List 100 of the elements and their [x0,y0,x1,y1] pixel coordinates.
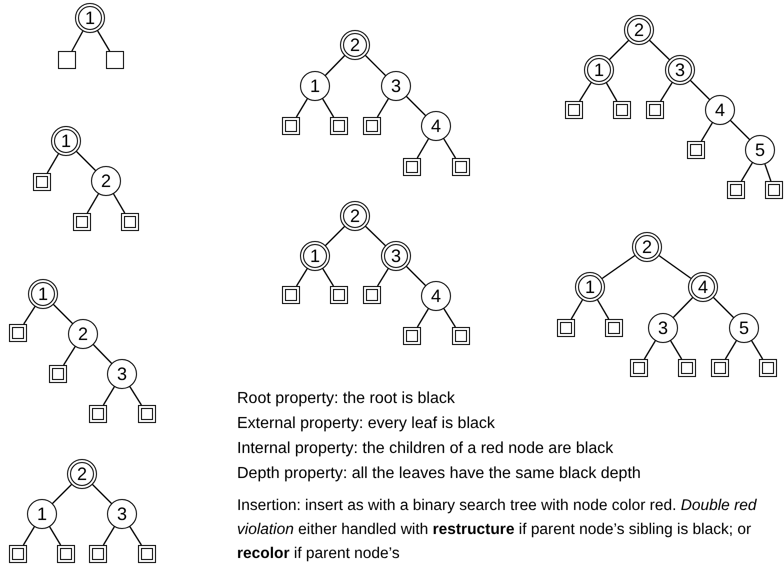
tree-edge [602,255,636,279]
leaf-square [452,327,470,345]
tree-edge [740,162,753,182]
insertion-paragraph: Insertion: insert as with a binary search tree with node color red. Double red violation either handled with restructure if parent node’s sibling is black; or recolor if parent node’s [237,496,758,564]
tree-edge [102,386,115,406]
property-text: Internal property: the children of a red node are black [237,439,614,459]
leaf-square [630,359,648,377]
tree-edge [129,526,142,546]
circle-node: 3 [381,71,411,101]
double-circle-node: 2 [632,232,662,262]
tree-edge [764,164,772,182]
circle-node: 2 [91,166,121,196]
leaf-square [403,158,421,176]
leaf-square [403,327,421,345]
tree-edge [71,30,84,52]
leaf-square [58,51,76,69]
tree-edge [609,40,629,60]
leaf-square [613,101,631,119]
leaf-square [9,545,27,563]
tree-edge [52,484,72,504]
leaf-square [138,545,156,563]
property-text: Root property: the root is black [237,389,456,409]
double-circle-node: 1 [575,272,605,302]
tree-edge [670,340,682,360]
circle-node: 1 [300,71,330,101]
tree-edge [49,526,62,546]
tree-edge [322,98,334,118]
tree-edge [376,98,389,118]
tree-edge [724,340,737,360]
tree-edge [76,151,96,171]
tree-edge [102,526,115,546]
tree-edge [713,297,734,318]
leaf-square [106,51,124,69]
double-circle-node: 2 [67,459,97,489]
leaf-square [330,286,348,304]
leaf-square [605,319,623,337]
tree-edge [86,194,99,214]
tree-edge [325,226,345,246]
tree-edge [649,40,670,60]
leaf-square [282,117,300,135]
tree-edge [579,82,592,102]
tree-edge [53,304,73,324]
property-text: External property: every leaf is black [237,414,496,434]
tree-edge [376,268,389,286]
leaf-square [73,213,91,231]
tree-edge [325,55,345,76]
tree-edge [97,30,110,52]
tree-edge [570,300,583,320]
tree-edge [673,297,693,318]
tree-edge [365,226,386,246]
tree-edge [597,300,610,320]
double-circle-node: 1 [584,55,614,85]
tree-edge [296,98,308,118]
double-circle-node: 1 [51,126,81,156]
tree-edge [416,138,429,158]
leaf-square [646,101,664,119]
leaf-square [363,286,381,304]
circle-node: 2 [68,319,98,349]
tree-edge [690,80,710,100]
double-circle-node: 4 [688,272,718,302]
tree-edge [700,122,713,142]
double-circle-node: 2 [624,15,654,45]
circle-node: 4 [421,111,451,141]
tree-edge [365,55,386,76]
double-circle-node: 1 [28,279,58,309]
circle-node: 1 [27,499,57,529]
leaf-square [121,213,139,231]
circle-node: 3 [107,499,137,529]
tree-edge [92,484,112,504]
double-circle-node: 2 [340,30,370,60]
leaf-square [363,117,381,135]
tree-edge [22,526,35,546]
leaf-square [282,286,300,304]
leaf-square [33,173,51,191]
leaf-square [759,359,777,377]
leaf-square [49,365,67,383]
tree-edge [606,82,618,102]
leaf-square [678,359,696,377]
tree-edge [658,255,692,279]
leaf-square [57,545,75,563]
tree-edge [23,306,36,324]
double-circle-node: 3 [381,241,411,271]
circle-node: 3 [648,313,678,343]
tree-edge [296,268,308,286]
leaf-square [9,324,27,342]
leaf-square [765,181,783,199]
tree-edge [644,340,656,360]
tree-edge [406,266,426,286]
tree-edge [322,268,334,286]
double-circle-node: 2 [340,201,370,231]
tree-edge [443,308,456,328]
leaf-square [89,545,107,563]
leaf-square [557,319,575,337]
tree-edge [443,138,456,158]
leaf-square [452,158,470,176]
circle-node: 3 [107,359,137,389]
tree-edge [660,82,673,102]
circle-node: 5 [729,313,759,343]
leaf-square [687,141,705,159]
tree-edge [113,194,126,214]
